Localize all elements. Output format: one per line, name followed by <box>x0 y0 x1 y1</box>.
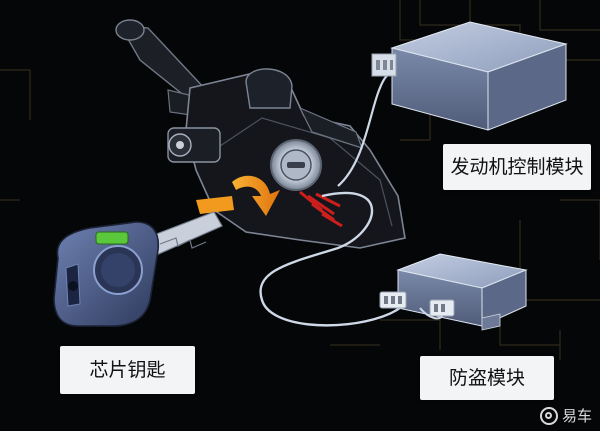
steering-column-assembly <box>115 19 406 249</box>
ecu-module <box>371 21 568 131</box>
watermark-logo-icon <box>539 406 558 425</box>
rotation-arrow <box>196 175 280 216</box>
engine-control-module-label: 发动机控制模块 <box>443 144 591 190</box>
immobilizer-module <box>396 253 528 331</box>
anti-theft-module-label: 防盗模块 <box>420 356 554 400</box>
ignition-lock-cylinder <box>270 139 322 191</box>
chip-key <box>53 211 223 327</box>
watermark: 易车 <box>539 405 592 426</box>
immobilizer-wire <box>259 191 409 327</box>
chip-key-label: 芯片钥匙 <box>60 346 195 394</box>
transponder-signal <box>299 190 343 228</box>
watermark-text: 易车 <box>561 407 592 425</box>
connector-plug <box>379 291 455 320</box>
